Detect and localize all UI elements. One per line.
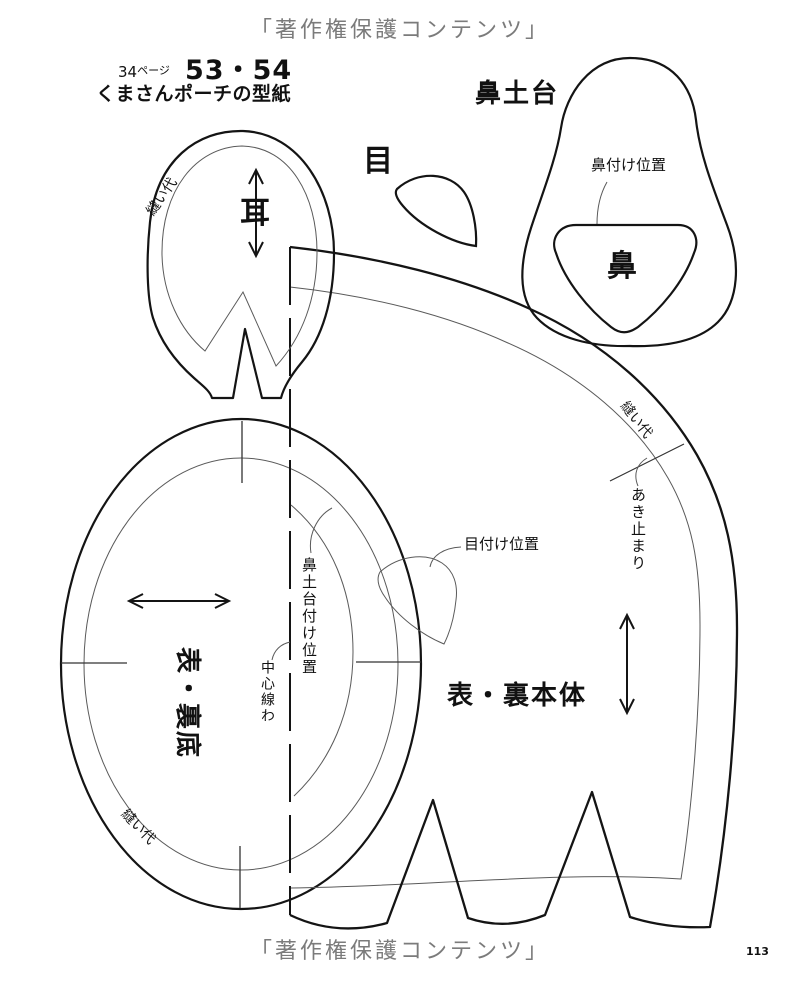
bottom-piece-outline: [59, 417, 423, 911]
ear-piece-label: 耳: [240, 196, 270, 231]
bottom-grain-arrow: [126, 593, 232, 609]
opening-end-leader-line: [635, 457, 648, 487]
opening-end-mark: [609, 443, 685, 482]
pattern-numbers: 53・54: [185, 55, 293, 86]
page-reference-number: 34: [118, 63, 138, 81]
body-piece-label: 表・裏本体: [447, 681, 588, 711]
body-seam-line: [289, 286, 701, 889]
bottom-piece-label: 表・裏底: [172, 646, 202, 759]
eye-piece-outline: [394, 174, 478, 248]
eye-position-leader-line: [429, 546, 462, 568]
bottom-piece-seam-line: [83, 457, 399, 871]
copyright-notice-bottom: 「著作権保護コンテンツ」: [249, 939, 550, 964]
eye-position-label: 目付け位置: [464, 535, 540, 553]
center-line-leader-line: [271, 641, 291, 661]
body-grain-arrow: [619, 612, 635, 716]
eye-placement-outline: [377, 556, 457, 645]
nose-piece-outline: [553, 223, 698, 334]
nose-position-leader-line: [596, 181, 608, 225]
body-piece-outline: [289, 245, 739, 930]
ear-seam-line: [161, 145, 318, 367]
nose-piece-label: 鼻: [607, 249, 637, 284]
nose-position-label: 鼻付け位置: [591, 156, 667, 174]
ear-grain-arrow: [248, 167, 264, 259]
nose-base-placement-line: [290, 504, 354, 797]
ear-piece-outline: [146, 129, 336, 400]
pattern-title: くまさんポーチの型紙: [96, 83, 292, 105]
nose-base-piece-label: 鼻土台: [475, 79, 560, 109]
page-reference: 34ページ: [118, 65, 170, 80]
copyright-notice-top: 「著作権保護コンテンツ」: [249, 18, 550, 43]
center-line-label: 中心線わ: [259, 660, 275, 724]
nose-base-piece-outline: [521, 56, 737, 348]
page-number: 113: [746, 945, 769, 958]
nose-base-position-label: 鼻土台付け位置: [300, 557, 318, 676]
opening-end-label: あき止まり: [629, 487, 647, 572]
page-reference-suffix: ページ: [137, 64, 170, 77]
nose-base-position-leader-line: [309, 507, 333, 554]
eye-piece-label: 目: [363, 144, 393, 179]
